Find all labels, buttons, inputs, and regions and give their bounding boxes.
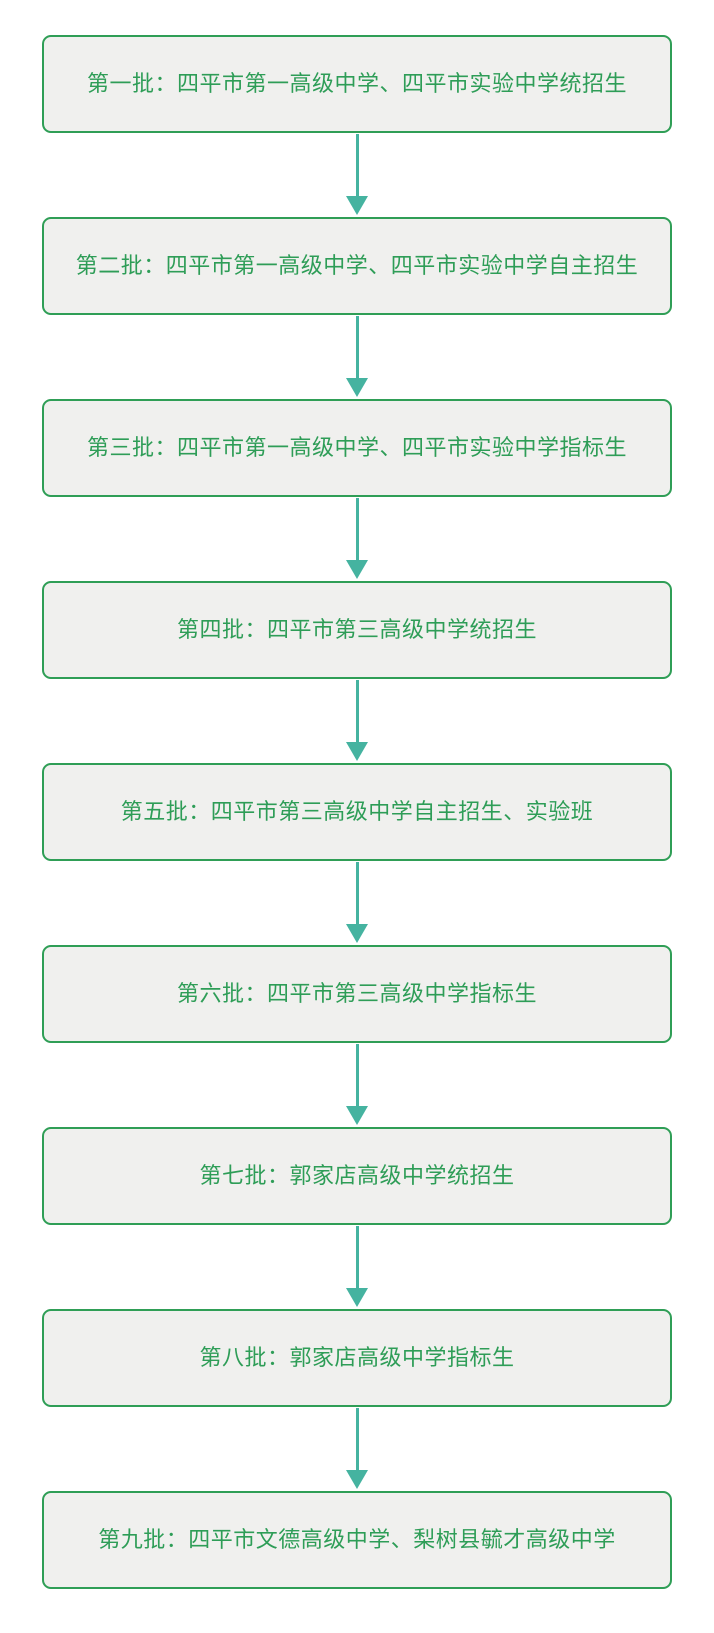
arrow-down-icon [346, 378, 368, 397]
flow-step-label: 第七批：郭家店高级中学统招生 [199, 1162, 515, 1188]
flow-step-label: 第九批：四平市文德高级中学、梨树县毓才高级中学 [98, 1526, 616, 1552]
flow-arrow-8 [346, 1407, 368, 1491]
flow-step-batch-9: 第九批：四平市文德高级中学、梨树县毓才高级中学 [42, 1491, 672, 1589]
flow-step-label: 第五批：四平市第三高级中学自主招生、实验班 [120, 798, 594, 824]
arrow-down-icon [346, 1288, 368, 1307]
arrow-line [355, 1408, 359, 1470]
flow-step-batch-2: 第二批：四平市第一高级中学、四平市实验中学自主招生 [42, 217, 672, 315]
flow-step-label: 第二批：四平市第一高级中学、四平市实验中学自主招生 [75, 252, 639, 278]
flow-arrow-4 [346, 679, 368, 763]
flow-step-label: 第八批：郭家店高级中学指标生 [199, 1344, 515, 1370]
arrow-line [355, 1226, 359, 1288]
flow-arrow-5 [346, 861, 368, 945]
flow-step-label: 第四批：四平市第三高级中学统招生 [176, 616, 537, 642]
arrow-line [355, 498, 359, 560]
flow-arrow-3 [346, 497, 368, 581]
arrow-line [355, 1044, 359, 1106]
flow-step-label: 第三批：四平市第一高级中学、四平市实验中学指标生 [86, 434, 627, 460]
flow-arrow-7 [346, 1225, 368, 1309]
arrow-down-icon [346, 1470, 368, 1489]
flow-step-batch-3: 第三批：四平市第一高级中学、四平市实验中学指标生 [42, 399, 672, 497]
flow-step-batch-6: 第六批：四平市第三高级中学指标生 [42, 945, 672, 1043]
arrow-line [355, 316, 359, 378]
arrow-down-icon [346, 742, 368, 761]
flow-step-batch-5: 第五批：四平市第三高级中学自主招生、实验班 [42, 763, 672, 861]
flow-step-label: 第一批：四平市第一高级中学、四平市实验中学统招生 [86, 70, 627, 96]
flow-arrow-1 [346, 133, 368, 217]
flow-step-label: 第六批：四平市第三高级中学指标生 [176, 980, 537, 1006]
arrow-line [355, 680, 359, 742]
flow-step-batch-7: 第七批：郭家店高级中学统招生 [42, 1127, 672, 1225]
arrow-line [355, 862, 359, 924]
arrow-down-icon [346, 924, 368, 943]
flow-arrow-6 [346, 1043, 368, 1127]
arrow-down-icon [346, 196, 368, 215]
admission-batches-flowchart: 第一批：四平市第一高级中学、四平市实验中学统招生 第二批：四平市第一高级中学、四… [42, 35, 672, 1589]
arrow-down-icon [346, 560, 368, 579]
arrow-line [355, 134, 359, 196]
flow-step-batch-8: 第八批：郭家店高级中学指标生 [42, 1309, 672, 1407]
arrow-down-icon [346, 1106, 368, 1125]
flow-step-batch-1: 第一批：四平市第一高级中学、四平市实验中学统招生 [42, 35, 672, 133]
flow-step-batch-4: 第四批：四平市第三高级中学统招生 [42, 581, 672, 679]
flow-arrow-2 [346, 315, 368, 399]
